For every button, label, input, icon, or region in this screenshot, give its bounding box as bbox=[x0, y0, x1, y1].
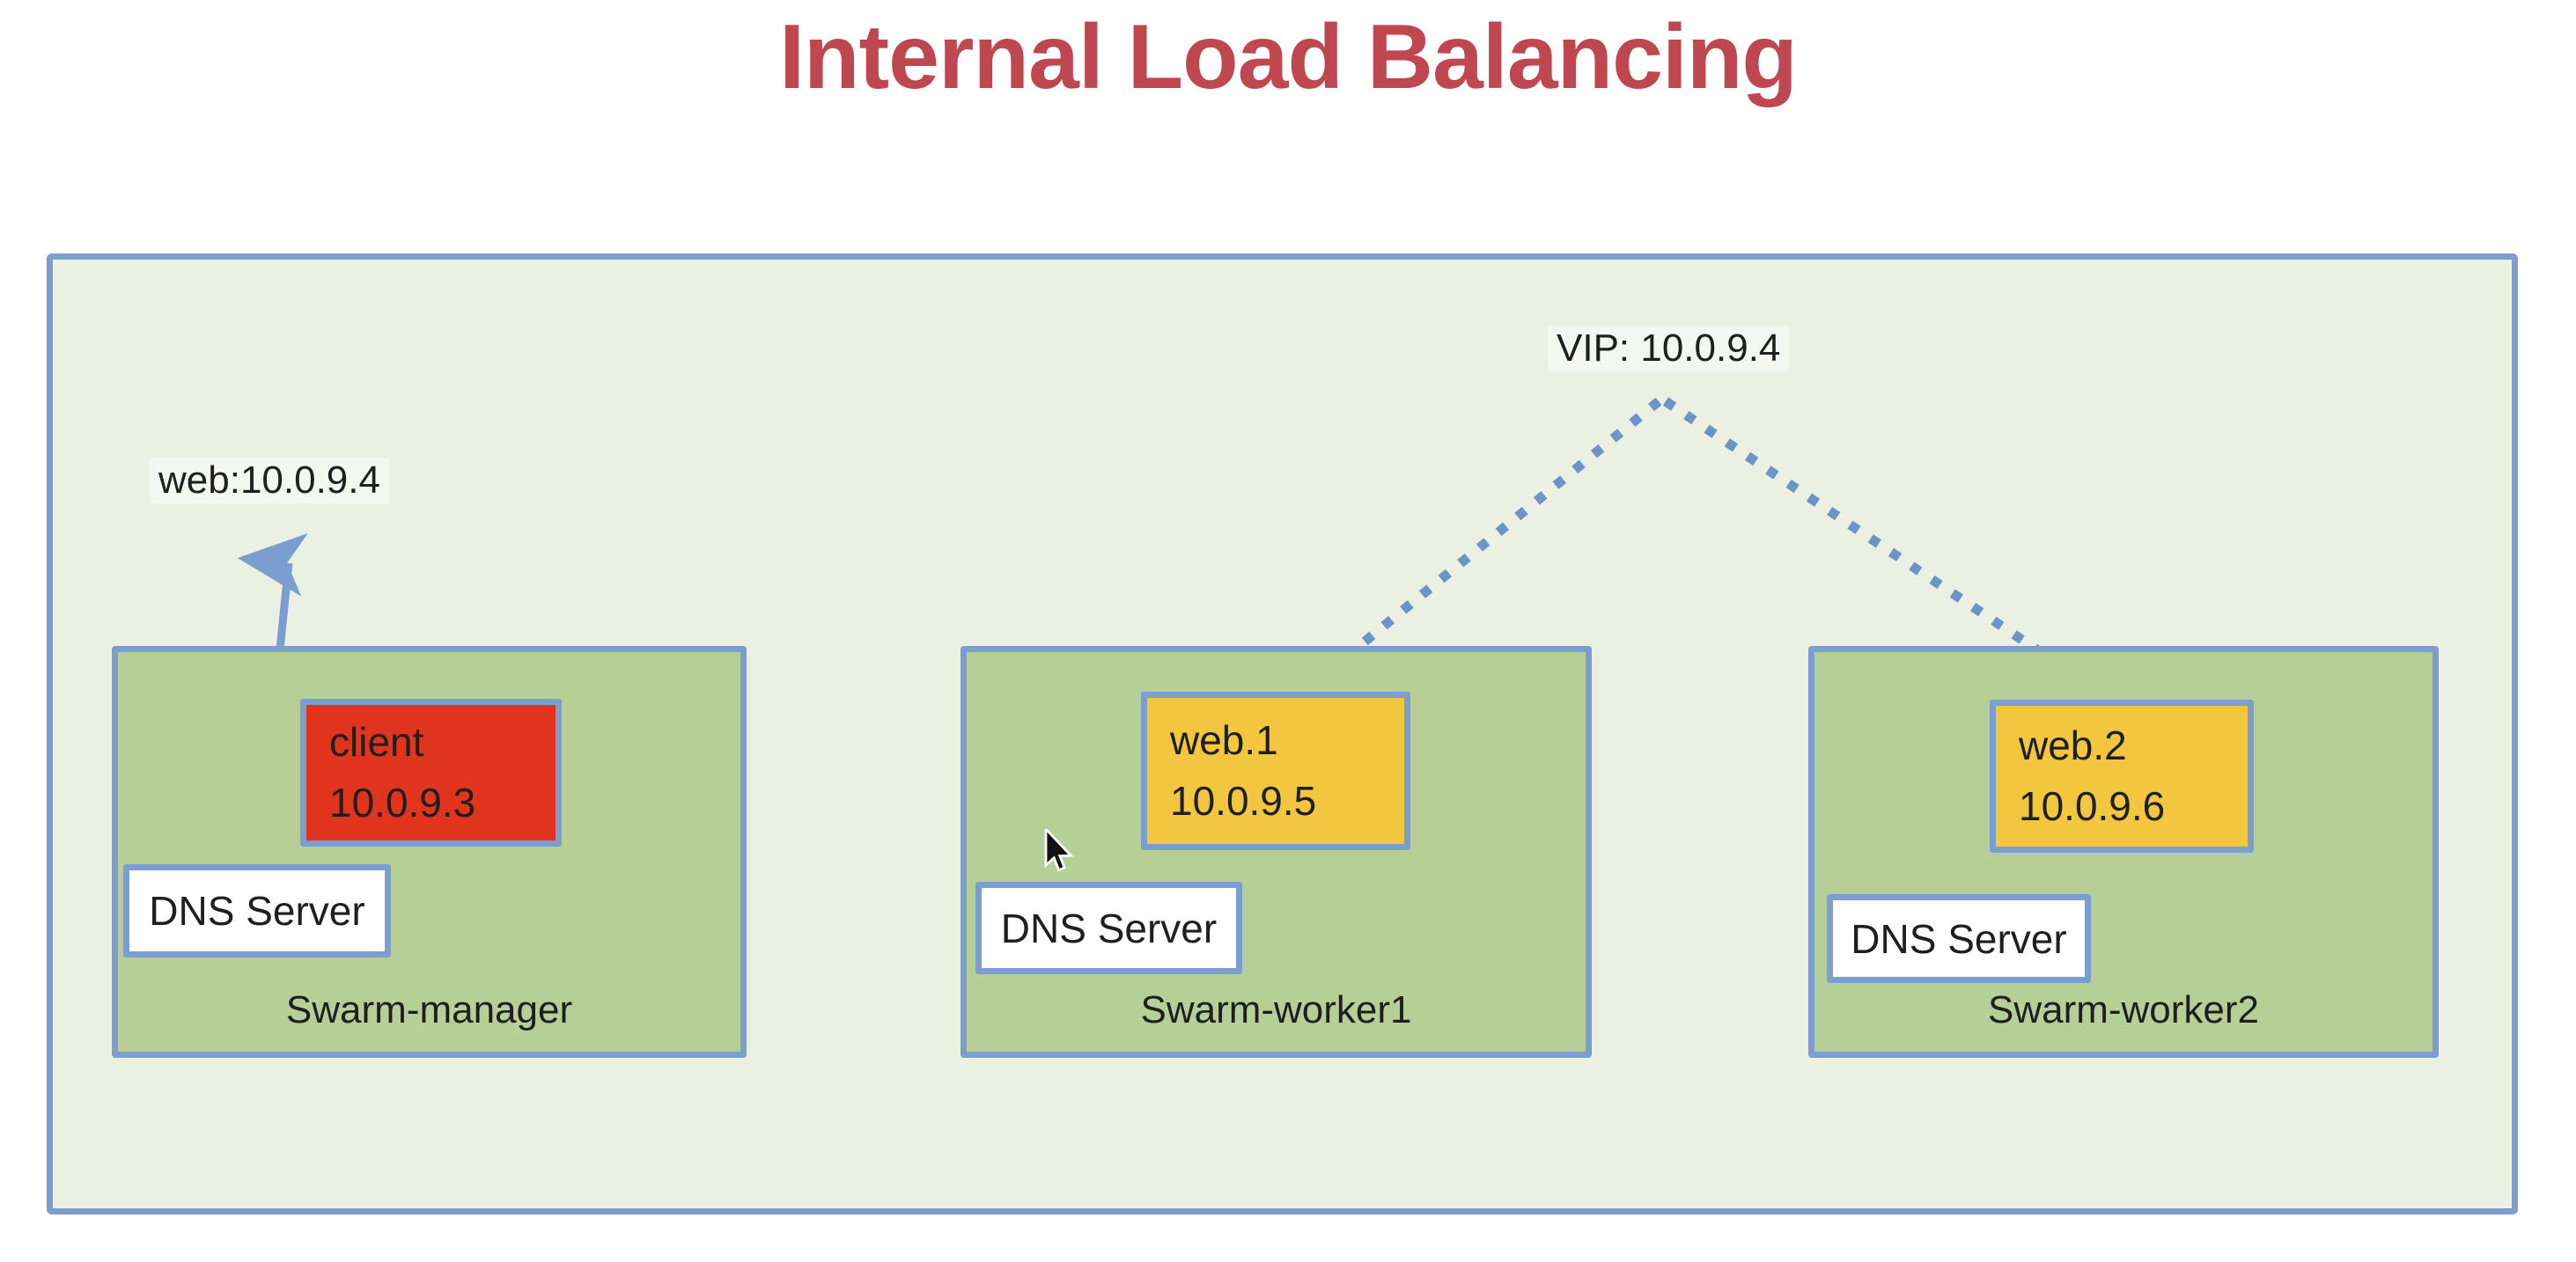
dns-server-box-worker1: DNS Server bbox=[975, 882, 1242, 974]
node-label-worker2: Swarm-worker2 bbox=[1987, 988, 2260, 1031]
dns-server-box-worker2: DNS Server bbox=[1827, 894, 2091, 983]
container-service-name: client bbox=[329, 719, 424, 765]
web1-container-box: web.1 10.0.9.5 bbox=[1141, 692, 1410, 850]
container-ip: 10.0.9.3 bbox=[329, 780, 476, 825]
container-ip: 10.0.9.6 bbox=[2019, 783, 2166, 829]
vip-label: VIP: 10.0.9.4 bbox=[1548, 326, 1790, 372]
container-service-name: web.1 bbox=[1170, 717, 1278, 763]
web2-container-box: web.2 10.0.9.6 bbox=[1990, 700, 2254, 853]
node-swarm-worker1: web.1 10.0.9.5 DNS Server Swarm-worker1 bbox=[960, 646, 1592, 1058]
node-label-manager: Swarm-manager bbox=[285, 988, 573, 1031]
node-swarm-worker2: web.2 10.0.9.6 DNS Server Swarm-worker2 bbox=[1808, 646, 2439, 1058]
dns-query-label: web:10.0.9.4 bbox=[150, 458, 389, 504]
node-label-worker1: Swarm-worker1 bbox=[1140, 988, 1412, 1031]
page-title: Internal Load Balancing bbox=[779, 6, 1798, 108]
dns-server-box-manager: DNS Server bbox=[123, 864, 391, 958]
node-swarm-manager: client 10.0.9.3 DNS Server Swarm-manager bbox=[112, 646, 747, 1058]
container-ip: 10.0.9.5 bbox=[1170, 778, 1317, 824]
container-service-name: web.2 bbox=[2019, 723, 2127, 768]
client-container-box: client 10.0.9.3 bbox=[300, 699, 562, 847]
